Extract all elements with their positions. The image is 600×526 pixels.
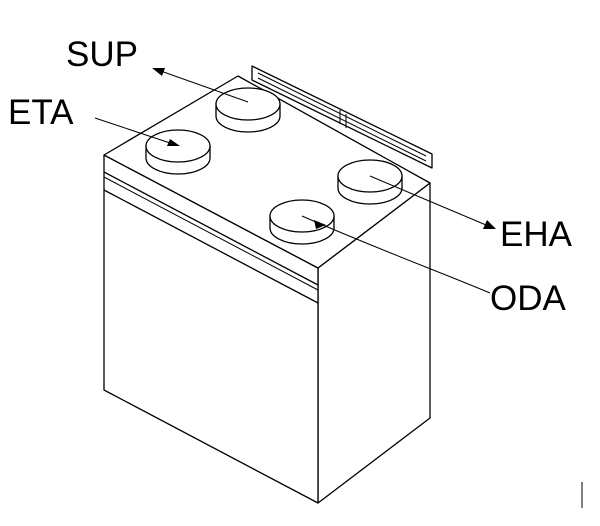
leader-eha: [369, 175, 496, 229]
arrow-icon: [152, 68, 165, 76]
arrow-icon: [167, 139, 180, 146]
duct-spigot-eta: [145, 129, 211, 175]
unit-top-face: [103, 75, 431, 269]
leader-oda: [301, 215, 491, 294]
label-oda: ODA: [490, 279, 567, 318]
arrow-icon: [483, 220, 496, 229]
label-sup: SUP: [66, 35, 138, 74]
label-eta: ETA: [8, 93, 74, 132]
leader-eta: [94, 117, 180, 146]
duct-spigot-oda: [269, 199, 335, 245]
arrow-icon: [314, 220, 326, 229]
label-eha: EHA: [500, 215, 573, 254]
duct-spigot-sup: [215, 87, 281, 133]
rear-bracket: [251, 65, 433, 169]
leader-sup: [152, 68, 249, 103]
front-panel-lines: [103, 171, 319, 304]
duct-spigot-eha: [337, 159, 403, 205]
